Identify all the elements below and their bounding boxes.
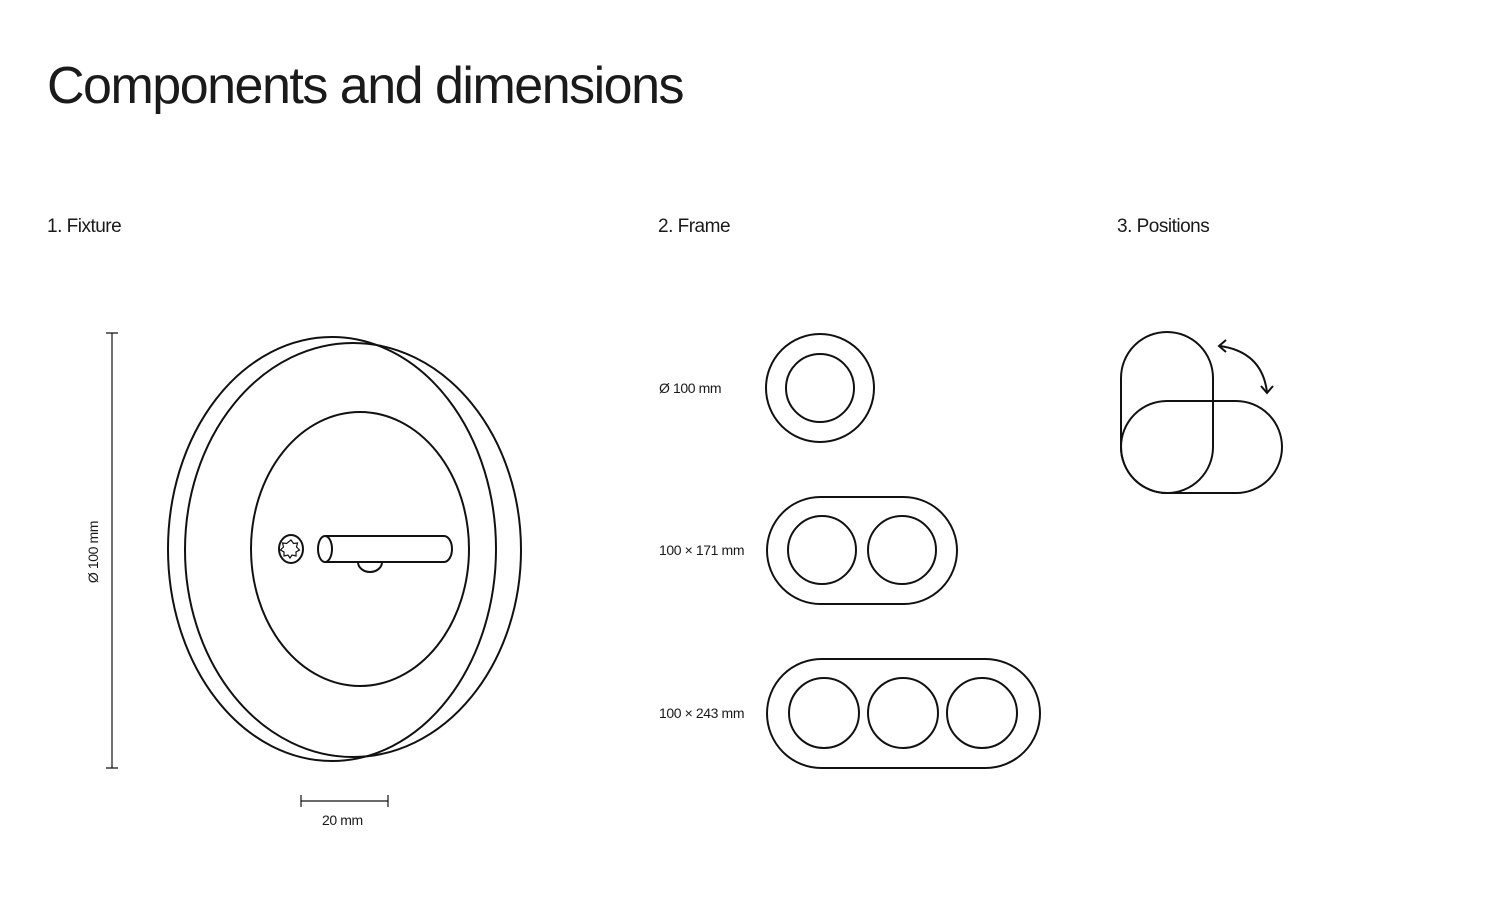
fixture-drawing	[167, 336, 522, 762]
frame-single	[765, 333, 875, 443]
positions-drawing	[1120, 331, 1283, 494]
frame-single-size: Ø 100 mm	[659, 380, 722, 396]
section-fixture-label: 1. Fixture	[47, 216, 122, 237]
page-title: Components and dimensions	[47, 57, 685, 115]
rotate-arrow-icon	[1217, 339, 1274, 395]
frame-triple-size: 100 × 243 mm	[659, 705, 745, 721]
frame-double-size: 100 × 171 mm	[659, 542, 745, 558]
section-positions-label: 3. Positions	[1117, 216, 1210, 237]
frame-triple	[766, 658, 1041, 769]
fixture-dimension-lines	[106, 332, 389, 807]
screw-icon	[278, 534, 304, 564]
toggle-lever	[317, 535, 453, 573]
section-frame-label: 2. Frame	[658, 216, 731, 237]
fixture-depth-label: 20 mm	[322, 812, 363, 828]
frame-double	[766, 496, 958, 605]
